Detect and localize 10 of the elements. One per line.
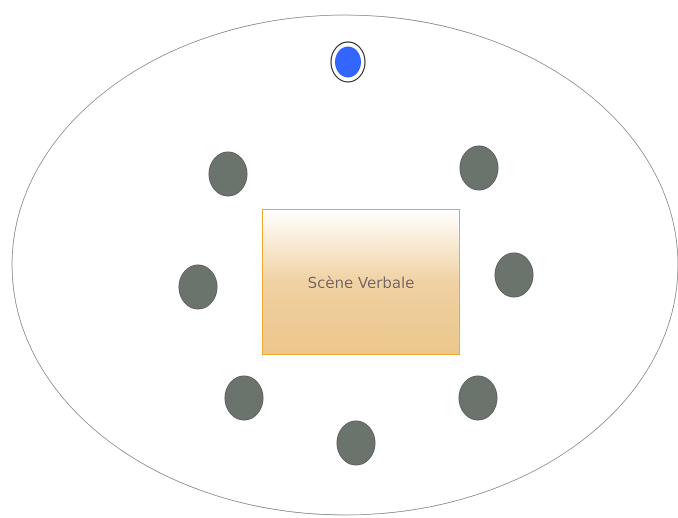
person-circle — [208, 152, 248, 196]
person-circle — [458, 376, 498, 420]
text-box: Scène Verbale — [262, 209, 460, 355]
ellipse-outline — [12, 14, 678, 516]
person-circle — [330, 41, 366, 83]
person-circle — [460, 146, 498, 190]
person-circle — [494, 252, 534, 298]
person-circle — [178, 264, 218, 310]
person-circle — [224, 376, 264, 420]
person-circle — [336, 420, 376, 466]
